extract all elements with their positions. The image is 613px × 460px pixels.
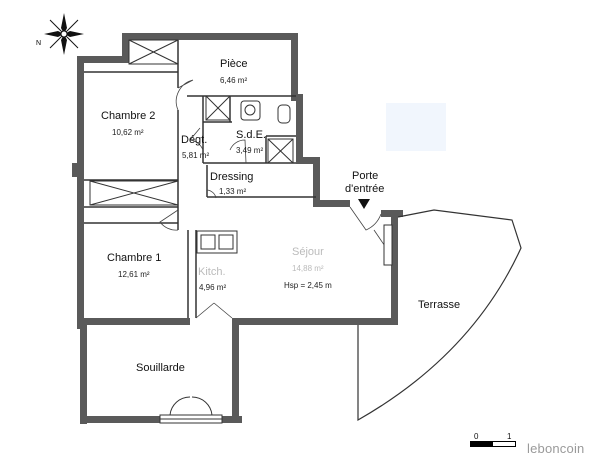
sejour-height: Hsp = 2,45 m [284, 281, 332, 290]
compass-icon: N [36, 13, 84, 55]
dressing-label: Dressing [210, 171, 254, 183]
watermark: leboncoin [527, 441, 585, 456]
bathroom-fixtures [240, 100, 291, 124]
sde-label: S.d.E. [236, 129, 266, 141]
scale-end-label: 1 [507, 432, 512, 441]
compass-north-label: N [36, 40, 41, 47]
chambre2-label: Chambre 2 [101, 110, 156, 122]
scale-start-label: 0 [474, 432, 479, 441]
kitchen-sink-icon [196, 230, 238, 254]
entrance-label-line1: Porte [352, 170, 379, 182]
walls [72, 33, 403, 424]
chambre1-label: Chambre 1 [107, 252, 162, 264]
partitions [84, 40, 316, 318]
sde-area: 3,49 m² [236, 146, 264, 155]
degt-area: 5,81 m² [182, 151, 210, 160]
terrace-outline [357, 209, 522, 422]
souillarde-label: Souillarde [136, 362, 185, 374]
piece-label: Pièce [220, 58, 248, 70]
piece-area: 6,46 m² [220, 76, 248, 85]
scale-bar [470, 441, 516, 447]
sejour-label: Séjour [292, 246, 324, 258]
terrasse-label: Terrasse [418, 299, 461, 311]
chambre1-area: 12,61 m² [118, 270, 150, 279]
windows [159, 224, 393, 424]
kitchen-area: 4,96 m² [199, 283, 227, 292]
wardrobes [89, 39, 294, 206]
doors [159, 79, 392, 319]
entrance-arrow-icon [358, 199, 370, 209]
kitchen-label: Kitch. [198, 266, 226, 278]
blank-panel [386, 103, 446, 151]
entrance-label-line2: d'entrée [345, 183, 385, 195]
degt-label: Dégt. [181, 134, 208, 146]
dressing-area: 1,33 m² [219, 187, 247, 196]
sejour-area: 14,88 m² [292, 264, 324, 273]
chambre2-area: 10,62 m² [112, 128, 144, 137]
